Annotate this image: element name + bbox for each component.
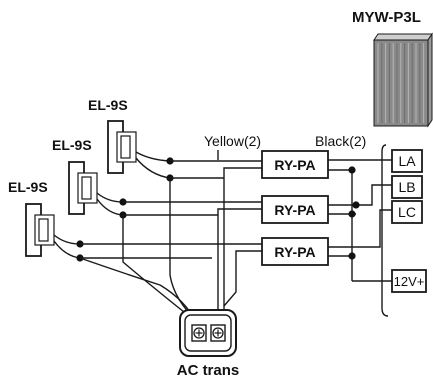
ac-transformer: AC trans bbox=[177, 309, 240, 379]
relay-label: RY-PA bbox=[274, 202, 315, 218]
panel-outline bbox=[381, 144, 389, 317]
wire bbox=[169, 178, 199, 323]
wire bbox=[53, 234, 81, 245]
wire bbox=[223, 250, 262, 307]
yellow-wires bbox=[217, 167, 262, 330]
unit-side bbox=[427, 32, 433, 128]
sensor-2: EL-9S bbox=[52, 137, 98, 215]
sensor-1: EL-9S bbox=[88, 97, 137, 174]
sensor-label: EL-9S bbox=[52, 137, 92, 153]
transformer-inner bbox=[184, 314, 232, 352]
relay-3-box bbox=[261, 237, 329, 266]
terminal-lb bbox=[391, 175, 423, 199]
junction-dot bbox=[352, 201, 360, 209]
unit-title: MYW-P3L bbox=[352, 9, 421, 26]
relay-1: RY-PA bbox=[261, 150, 329, 179]
wire bbox=[356, 184, 392, 206]
relay-label: RY-PA bbox=[274, 244, 315, 260]
relay-output-wires bbox=[328, 159, 392, 282]
terminal-lc bbox=[391, 200, 423, 224]
wire bbox=[217, 208, 262, 330]
terminal-label: LB bbox=[398, 179, 415, 195]
terminal-label: 12V+ bbox=[394, 274, 425, 289]
junction-dot bbox=[348, 252, 356, 260]
wire bbox=[96, 192, 124, 203]
yellow-wire-label: Yellow(2) bbox=[204, 133, 261, 149]
unit-top bbox=[373, 33, 433, 41]
sensor-3-window bbox=[38, 218, 49, 242]
junction-dot bbox=[348, 210, 356, 218]
terminal-label: LC bbox=[398, 204, 416, 220]
trans-feed-wires bbox=[79, 150, 219, 323]
junction-dot bbox=[348, 166, 356, 174]
relay-1-box bbox=[261, 150, 329, 179]
myw-p3l-unit: MYW-P3L bbox=[352, 9, 433, 128]
sensor-label: EL-9S bbox=[8, 179, 48, 195]
relay-3: RY-PA bbox=[261, 237, 329, 266]
sensor-2-window bbox=[81, 176, 92, 200]
relay-2: RY-PA bbox=[261, 195, 329, 224]
wire bbox=[223, 167, 262, 330]
sensor-3: EL-9S bbox=[8, 179, 55, 257]
transformer-label: AC trans bbox=[177, 362, 240, 379]
relay-2-box bbox=[261, 195, 329, 224]
relay-input-wires bbox=[80, 160, 262, 259]
terminal-la bbox=[391, 149, 423, 173]
terminal-block: LA LB LC 12V+ bbox=[391, 149, 427, 293]
wire bbox=[350, 209, 392, 248]
wire bbox=[79, 257, 197, 323]
sensor-label: EL-9S bbox=[88, 97, 128, 113]
relay-label: RY-PA bbox=[274, 157, 315, 173]
terminal-12v bbox=[391, 269, 427, 293]
wire bbox=[135, 151, 171, 162]
junctions-right bbox=[348, 166, 360, 260]
black-wire-label: Black(2) bbox=[315, 133, 366, 149]
terminal-label: LA bbox=[398, 153, 416, 169]
sensor-1-window bbox=[120, 135, 131, 159]
unit-texture bbox=[377, 43, 425, 123]
